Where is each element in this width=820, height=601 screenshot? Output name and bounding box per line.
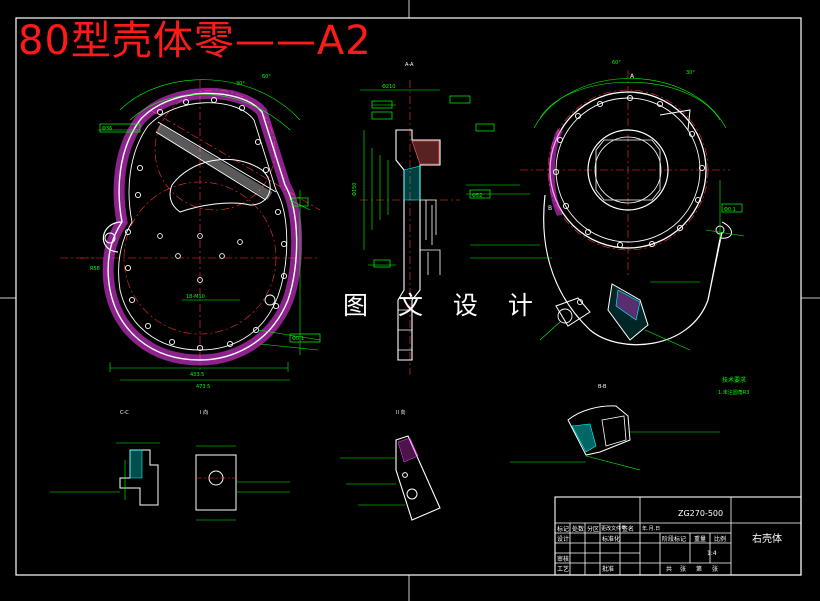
section-view-aa: Φ210 Φ150 A-A [352, 62, 471, 375]
tb-std-label: 标准化 [602, 536, 621, 543]
tb-stage-mark: 阶段标记 [662, 536, 687, 543]
tb-sheet-number: 第 [696, 566, 703, 573]
dim-width-2: 473.5 [196, 384, 210, 390]
dim-tolerance-left: Φ0.1 [292, 336, 304, 342]
dim-bolt-circle: 18-M10 [186, 294, 205, 300]
tb-sheet-unit-2: 张 [712, 566, 719, 573]
drawing-title-banner: 80型壳体零——A2 [18, 18, 372, 64]
dim-width-1: 433.5 [190, 372, 204, 378]
svg-text:1.未注圆角R3: 1.未注圆角R3 [718, 389, 749, 396]
tb-row-review: 审核 [557, 556, 570, 563]
tb-col-count: 处数 [572, 526, 585, 533]
detail-view-c: C-C [50, 410, 160, 506]
dim-angle-1: 60° [262, 74, 271, 80]
dim-right-angle-1: 60° [612, 60, 621, 66]
tb-row-mark: 标记 [557, 526, 570, 533]
tb-scale-label: 比例 [714, 536, 727, 543]
dim-center-radius: R58 [90, 266, 100, 272]
front-view-right: 60° 30° Φ52 Φ0.1 B A B-B [466, 60, 745, 390]
scale-value: 1:4 [707, 550, 717, 557]
detail-view-i: I 向 [195, 409, 290, 521]
tb-weight: 重量 [694, 536, 707, 543]
detail-view-ii: II 向 [340, 409, 441, 521]
front-view-left: 433.5 473.5 18-M10 60° 30° Φ36 Φ0.1 R58 [60, 74, 321, 390]
tb-row-design: 设计 [557, 536, 570, 543]
dim-right-tol: Φ0.1 [724, 207, 736, 213]
label-a: A [630, 73, 635, 80]
tb-sheet-unit-1: 张 [680, 566, 687, 573]
tb-approve-label: 批准 [602, 566, 615, 573]
tb-sheet-total: 共 [666, 566, 673, 573]
section-detail-bb [510, 405, 720, 471]
title-block [554, 496, 802, 576]
dim-section-dia: Φ150 [352, 183, 358, 196]
section-label-aa: A-A [405, 62, 414, 68]
detail-label-ii: II 向 [396, 409, 406, 416]
svg-text:技术要求: 技术要求 [722, 376, 746, 384]
technical-requirements: 技术要求 1.未注圆角R3 [718, 376, 749, 396]
watermark-text: 图 文 设 计 [343, 291, 544, 320]
drawing-number: ZG270-500 [678, 509, 724, 518]
label-b: B [548, 205, 552, 212]
detail-label-i: I 向 [200, 409, 208, 416]
tb-col-change: 更改文件号 [601, 526, 627, 532]
part-name: 右壳体 [752, 534, 782, 545]
dim-right-hole: Φ52 [472, 193, 482, 199]
dim-section-top: Φ210 [382, 84, 395, 90]
dim-hole-left: Φ36 [102, 126, 112, 132]
tb-col-sign: 签名 [622, 526, 635, 533]
section-label-bb: B-B [598, 384, 607, 390]
tb-row-process: 工艺 [557, 566, 570, 573]
dim-angle-2: 30° [236, 81, 245, 87]
tb-col-date: 年.月.日 [642, 526, 661, 532]
section-label-cc: C-C [120, 410, 129, 416]
dim-right-angle-2: 30° [686, 70, 695, 76]
tb-col-zone: 分区 [587, 526, 600, 533]
